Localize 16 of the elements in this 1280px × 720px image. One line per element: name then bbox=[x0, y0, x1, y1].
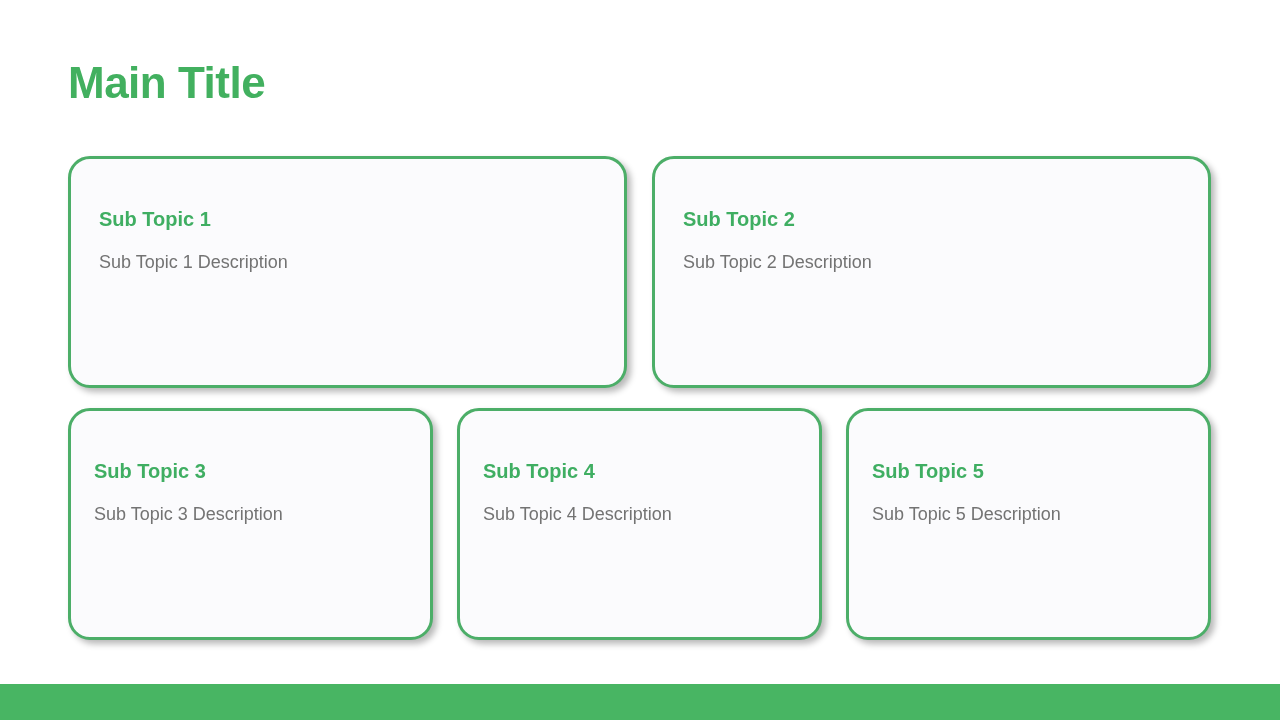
card-description: Sub Topic 1 Description bbox=[99, 251, 288, 273]
card-description: Sub Topic 4 Description bbox=[483, 503, 672, 525]
card-description: Sub Topic 2 Description bbox=[683, 251, 872, 273]
card-heading: Sub Topic 5 bbox=[872, 459, 984, 483]
topic-card bbox=[652, 156, 1211, 388]
topic-card bbox=[846, 408, 1211, 640]
card-description: Sub Topic 5 Description bbox=[872, 503, 1061, 525]
topic-card bbox=[68, 156, 627, 388]
topic-card bbox=[68, 408, 433, 640]
card-description: Sub Topic 3 Description bbox=[94, 503, 283, 525]
main-title: Main Title bbox=[68, 57, 266, 109]
card-heading: Sub Topic 4 bbox=[483, 459, 595, 483]
topic-card bbox=[457, 408, 822, 640]
card-heading: Sub Topic 1 bbox=[99, 207, 211, 231]
card-heading: Sub Topic 2 bbox=[683, 207, 795, 231]
card-heading: Sub Topic 3 bbox=[94, 459, 206, 483]
